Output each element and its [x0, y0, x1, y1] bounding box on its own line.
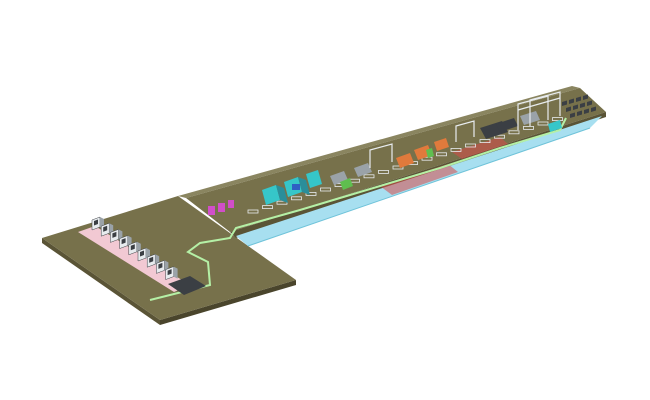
conveyor-frame-segment: [450, 147, 462, 152]
magenta-units: [208, 200, 234, 215]
conveyor-frame-segment: [523, 126, 534, 130]
middle-machines: [330, 163, 372, 190]
orange-machine-1: [396, 153, 414, 168]
storage-rack: [584, 108, 589, 114]
workshop-right-face: [160, 280, 296, 325]
gantry-beam: [517, 97, 561, 111]
long-hall: [178, 86, 606, 247]
hall-equipment: [208, 91, 596, 215]
cnc-machine-window: [94, 219, 98, 226]
red-zone-markings: [380, 137, 508, 195]
orange-machine-2: [414, 145, 432, 160]
green-unit: [426, 148, 434, 158]
conveyor-frame-segment: [276, 200, 288, 205]
cnc-machine-row: [91, 216, 178, 280]
cnc-machine-window: [112, 231, 117, 238]
magenta-unit-1: [208, 206, 215, 215]
storage-rack: [583, 94, 588, 100]
magenta-unit-2: [218, 203, 225, 212]
storage-rack: [566, 106, 571, 112]
conveyor-frame-segment: [363, 174, 375, 179]
conveyor-frame-segment: [436, 152, 447, 157]
conveyor-frame-segment: [320, 187, 331, 192]
storage-rack: [576, 96, 581, 102]
gantry-3: [455, 120, 475, 142]
cyan-machine-1-side: [276, 185, 288, 203]
cnc-machine-side: [173, 266, 178, 279]
workshop-front-face: [42, 238, 160, 325]
conveyor-frame-segment: [537, 121, 549, 126]
storage-rack: [570, 112, 575, 118]
workshop-machines: [78, 216, 206, 295]
conveyor-frame-segment: [291, 196, 302, 201]
dark-conveyor: [168, 276, 206, 295]
corridor-device: [548, 120, 562, 132]
storage-rack: [569, 98, 574, 104]
storage-racks: [562, 94, 596, 118]
red-zone-2: [452, 137, 508, 159]
blue-panel: [292, 184, 300, 190]
pink-platform: [78, 226, 190, 292]
cyan-machine-1: [262, 185, 280, 205]
conveyor-frame-segment: [494, 134, 505, 139]
cyan-machine-3: [306, 170, 322, 188]
conveyor-frame-segment: [421, 156, 433, 161]
grey-machine-b: [354, 163, 372, 177]
cyan-machining-centers: [262, 170, 322, 205]
conveyor-frame-segment: [552, 117, 563, 121]
cnc-machine-window: [121, 238, 126, 245]
storage-rack: [587, 100, 592, 106]
cnc-machine-window: [158, 262, 163, 269]
red-zone-1: [380, 164, 458, 195]
green-machine: [340, 178, 353, 190]
conveyor-frame-segment: [465, 143, 476, 148]
corridor-edge-line: [247, 127, 591, 247]
magenta-unit-3: [228, 200, 234, 208]
storage-rack: [562, 100, 567, 106]
conveyor-frame-segment: [508, 130, 520, 135]
conveyor-frame-segment: [392, 165, 404, 170]
conveyor-frame-segment: [247, 209, 259, 214]
storage-rack: [577, 110, 582, 116]
dark-block-2: [496, 118, 518, 132]
conveyor-frame-segment: [378, 169, 389, 174]
cnc-machine-window: [103, 225, 108, 232]
gantry-2: [529, 91, 561, 126]
gantry-1: [517, 95, 549, 130]
cyan-machine-2-side: [298, 177, 310, 195]
orange-machines: [396, 138, 449, 168]
storage-rack: [573, 104, 578, 110]
orange-machine-3: [434, 138, 449, 151]
gantry-cranes: [369, 91, 561, 168]
cnc-machine-window: [167, 269, 172, 276]
walkway-path: [149, 117, 567, 301]
cnc-machine-window: [140, 250, 144, 257]
storage-rack: [580, 102, 585, 108]
conveyor-frame-segment: [479, 139, 491, 144]
cnc-machine-window: [149, 256, 154, 263]
gantry-4: [369, 143, 393, 168]
conveyor-frame-segment: [305, 191, 317, 196]
hall-back-wall: [178, 86, 580, 198]
conveyor-frame-segment: [262, 205, 273, 210]
cnc-machine-window: [130, 244, 135, 251]
storage-rack: [591, 106, 596, 112]
